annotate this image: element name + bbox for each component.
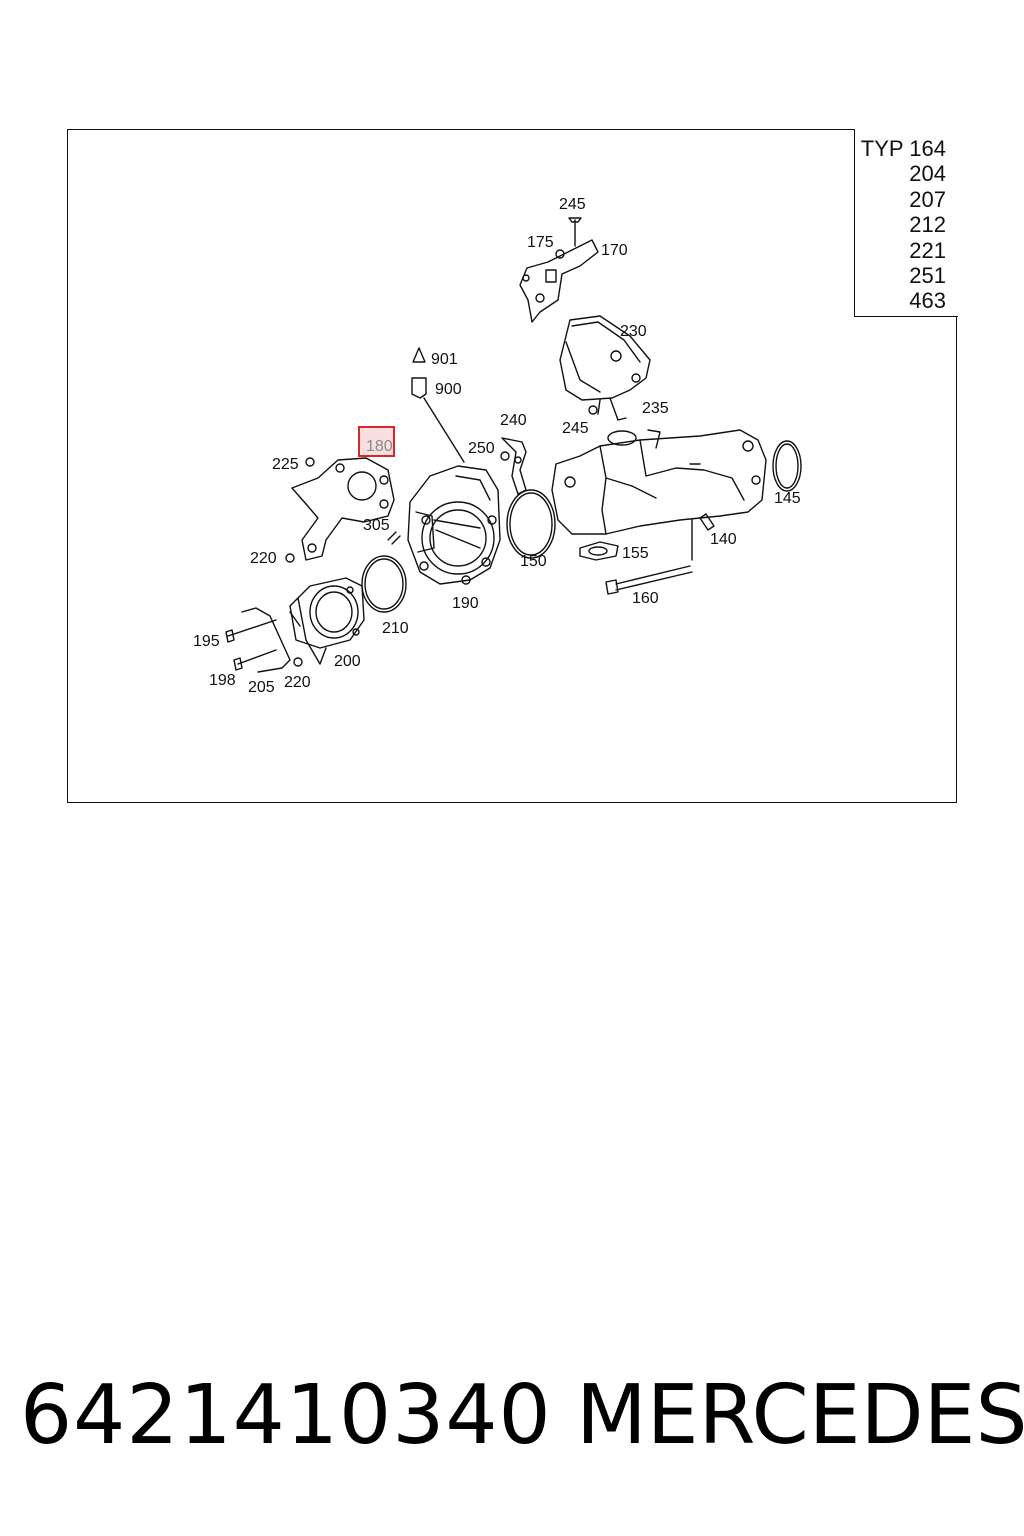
bracket-225-drawing [285, 457, 395, 563]
type-model: 221 [909, 238, 946, 263]
callout-170: 170 [601, 242, 628, 259]
cover-230-drawing [559, 315, 651, 421]
exploded-parts-diagram: 245 175 170 230 901 900 235 240 245 180 … [193, 196, 802, 696]
callout-175: 175 [527, 234, 554, 251]
part-number: 6421410340 [20, 1368, 552, 1463]
callout-160: 160 [632, 590, 659, 607]
callout-900: 900 [435, 381, 462, 398]
callout-195: 195 [193, 633, 220, 650]
diagram-frame [67, 129, 957, 803]
callout-180: 180 [366, 438, 393, 455]
type-model: 463 [909, 288, 946, 313]
gasket-155-drawing [579, 541, 619, 561]
o-ring-210-drawing [361, 555, 407, 613]
type-table-header: TYP 164 [860, 136, 946, 161]
callout-250: 250 [468, 440, 495, 457]
highlight-box-180 [358, 426, 395, 457]
type-model: 212 [909, 212, 946, 237]
type-table: TYP 164 204 207 212 221 251 463 [854, 129, 958, 317]
callout-198: 198 [209, 672, 236, 689]
callout-225: 225 [272, 456, 299, 473]
screw-305-drawing [387, 531, 401, 545]
callout-230: 230 [620, 323, 647, 340]
type-model: 207 [909, 187, 946, 212]
sensor-900-drawing [411, 347, 465, 463]
seal-150-drawing [506, 489, 556, 559]
callout-305: 305 [363, 517, 390, 534]
manifold-140-drawing [551, 429, 767, 561]
adapter-200-drawing [289, 577, 365, 667]
callout-235: 235 [642, 400, 669, 417]
throttle-body-190-drawing [407, 465, 501, 585]
footer: 6421410340 MERCEDES [0, 1368, 1024, 1468]
bolt-160-drawing [605, 565, 693, 595]
seal-150-inner [509, 492, 553, 556]
type-model: 204 [909, 161, 946, 186]
callout-245: 245 [562, 420, 589, 437]
callout-145: 145 [774, 490, 801, 507]
callout-140: 140 [710, 531, 737, 548]
callout-240: 240 [500, 412, 527, 429]
callout-220: 220 [250, 550, 277, 567]
type-model: 251 [909, 263, 946, 288]
callout-245: 245 [559, 196, 586, 213]
o-ring-145-inner [775, 443, 799, 489]
bracket-240-drawing [500, 437, 527, 495]
callout-210: 210 [382, 620, 409, 637]
o-ring-145-drawing [772, 440, 802, 492]
callout-150: 150 [520, 553, 547, 570]
bracket-170-drawing [519, 217, 599, 323]
o-ring-210-inner [364, 558, 404, 610]
callout-190: 190 [452, 595, 479, 612]
callout-220: 220 [284, 674, 311, 691]
callout-901: 901 [431, 351, 458, 368]
callout-205: 205 [248, 679, 275, 696]
screws-195-198-205-drawing [225, 607, 291, 673]
callout-155: 155 [622, 545, 649, 562]
seal-235-drawing [607, 430, 637, 446]
brand-name: MERCEDES [576, 1368, 1024, 1463]
callout-200: 200 [334, 653, 361, 670]
